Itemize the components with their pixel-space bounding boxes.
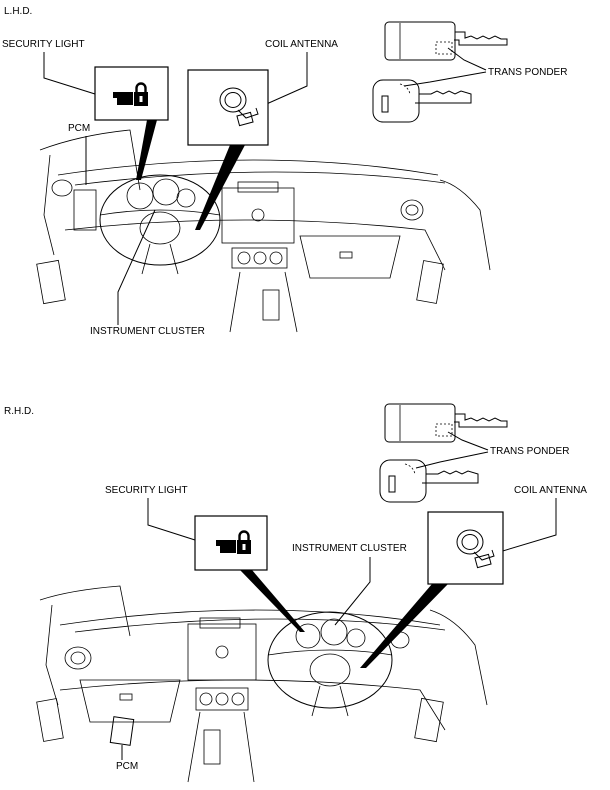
lhd-dashboard-drawing: [36, 129, 491, 333]
lhd-transponder-leader-1: [447, 47, 487, 71]
rhd-instrument-cluster-label: INSTRUMENT CLUSTER: [292, 543, 407, 554]
lhd-coil-antenna-icon: [219, 87, 259, 127]
rhd-coil-antenna-icon: [456, 529, 495, 569]
rhd-coil-antenna-leader: [485, 498, 557, 557]
lhd-padlock-icon: [113, 82, 148, 106]
rhd-transponder-leader-1: [447, 431, 489, 451]
rhd-coil-antenna-pointer: [360, 584, 448, 668]
rhd-security-light-leader: [147, 498, 196, 541]
rhd-key-top-icon: [384, 403, 508, 443]
lhd-key-bottom-icon: [372, 79, 472, 123]
rhd-coil-antenna-label: COIL ANTENNA: [514, 485, 587, 496]
rhd-dashboard-drawing: [36, 585, 488, 783]
rhd-key-bottom-icon: [379, 459, 479, 503]
lhd-coil-antenna-label: COIL ANTENNA: [265, 39, 338, 50]
rhd-transponder-leader-2: [415, 451, 489, 469]
lhd-coil-antenna-box: [187, 69, 269, 146]
lhd-security-light-leader: [43, 52, 96, 95]
lhd-heading: L.H.D.: [4, 6, 32, 17]
rhd-security-light-label: SECURITY LIGHT: [105, 485, 188, 496]
lhd-coil-antenna-leader: [252, 52, 308, 111]
lhd-transponder-leader-2: [403, 71, 487, 87]
lhd-key-top-icon: [384, 21, 508, 61]
lhd-transponder-label: TRANS PONDER: [488, 67, 567, 78]
rhd-padlock-icon: [216, 530, 251, 554]
rhd-heading: R.H.D.: [4, 406, 34, 417]
lhd-instrument-cluster-label: INSTRUMENT CLUSTER: [90, 326, 205, 337]
lhd-pcm-label: PCM: [68, 123, 90, 134]
rhd-instrument-cluster-leader: [334, 557, 371, 626]
rhd-section: R.H.D. TRANS PONDER SECURITY LIGHT: [4, 403, 587, 783]
lhd-security-light-pointer: [136, 120, 157, 180]
rhd-pcm-label: PCM: [116, 761, 138, 772]
rhd-transponder-label: TRANS PONDER: [490, 446, 569, 457]
lhd-coil-antenna-pointer: [195, 145, 245, 230]
lhd-instrument-cluster-leader: [117, 209, 156, 325]
rhd-security-light-pointer: [240, 570, 305, 632]
lhd-section: L.H.D. SECURITY LIGHT COIL ANTENNA: [2, 6, 567, 337]
lhd-security-light-label: SECURITY LIGHT: [2, 39, 85, 50]
